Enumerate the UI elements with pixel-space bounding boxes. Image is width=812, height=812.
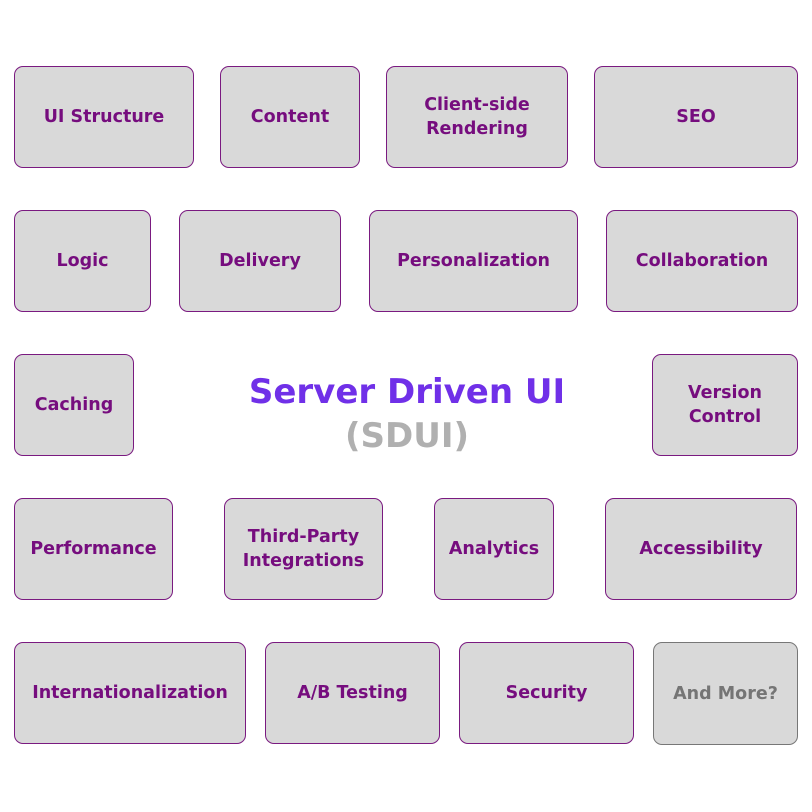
box-label: UI Structure <box>43 107 165 127</box>
box-and-more: And More? <box>653 642 798 745</box>
box-label: Personalization <box>397 251 550 271</box>
box-label: Analytics <box>448 539 540 559</box>
box-label: Client-side Rendering <box>424 95 530 139</box>
box-third-party-integrations: Third-Party Integrations <box>224 498 383 600</box>
box-logic: Logic <box>14 210 151 312</box>
box-delivery: Delivery <box>179 210 341 312</box>
box-label: Version Control <box>688 383 762 427</box>
box-analytics: Analytics <box>434 498 554 600</box>
page-subtitle: (SDUI) <box>344 416 470 456</box>
page-title: Server Driven UI <box>248 372 566 412</box>
box-label: Third-Party Integrations <box>242 527 365 571</box>
box-internationalization: Internationalization <box>14 642 246 744</box>
box-caching: Caching <box>14 354 134 456</box>
box-label: A/B Testing <box>297 683 408 703</box>
box-client-side-rendering: Client-side Rendering <box>386 66 568 168</box>
box-personalization: Personalization <box>369 210 578 312</box>
box-label: Collaboration <box>635 251 769 271</box>
box-version-control: Version Control <box>652 354 798 456</box>
box-label: Performance <box>30 539 157 559</box>
box-label: Delivery <box>219 251 301 271</box>
box-label: And More? <box>673 683 778 704</box>
box-label: Content <box>250 107 330 127</box>
box-collaboration: Collaboration <box>606 210 798 312</box>
box-label: Security <box>505 683 588 703</box>
box-content: Content <box>220 66 360 168</box>
box-label: Accessibility <box>639 539 763 559</box>
box-label: Logic <box>56 251 109 271</box>
box-seo: SEO <box>594 66 798 168</box>
box-performance: Performance <box>14 498 173 600</box>
box-accessibility: Accessibility <box>605 498 797 600</box>
box-label: Internationalization <box>32 683 228 703</box>
box-ui-structure: UI Structure <box>14 66 194 168</box>
box-security: Security <box>459 642 634 744</box>
center-title: Server Driven UI (SDUI) <box>200 368 614 456</box>
box-label: SEO <box>676 107 716 127</box>
box-label: Caching <box>34 395 114 415</box>
box-ab-testing: A/B Testing <box>265 642 440 744</box>
